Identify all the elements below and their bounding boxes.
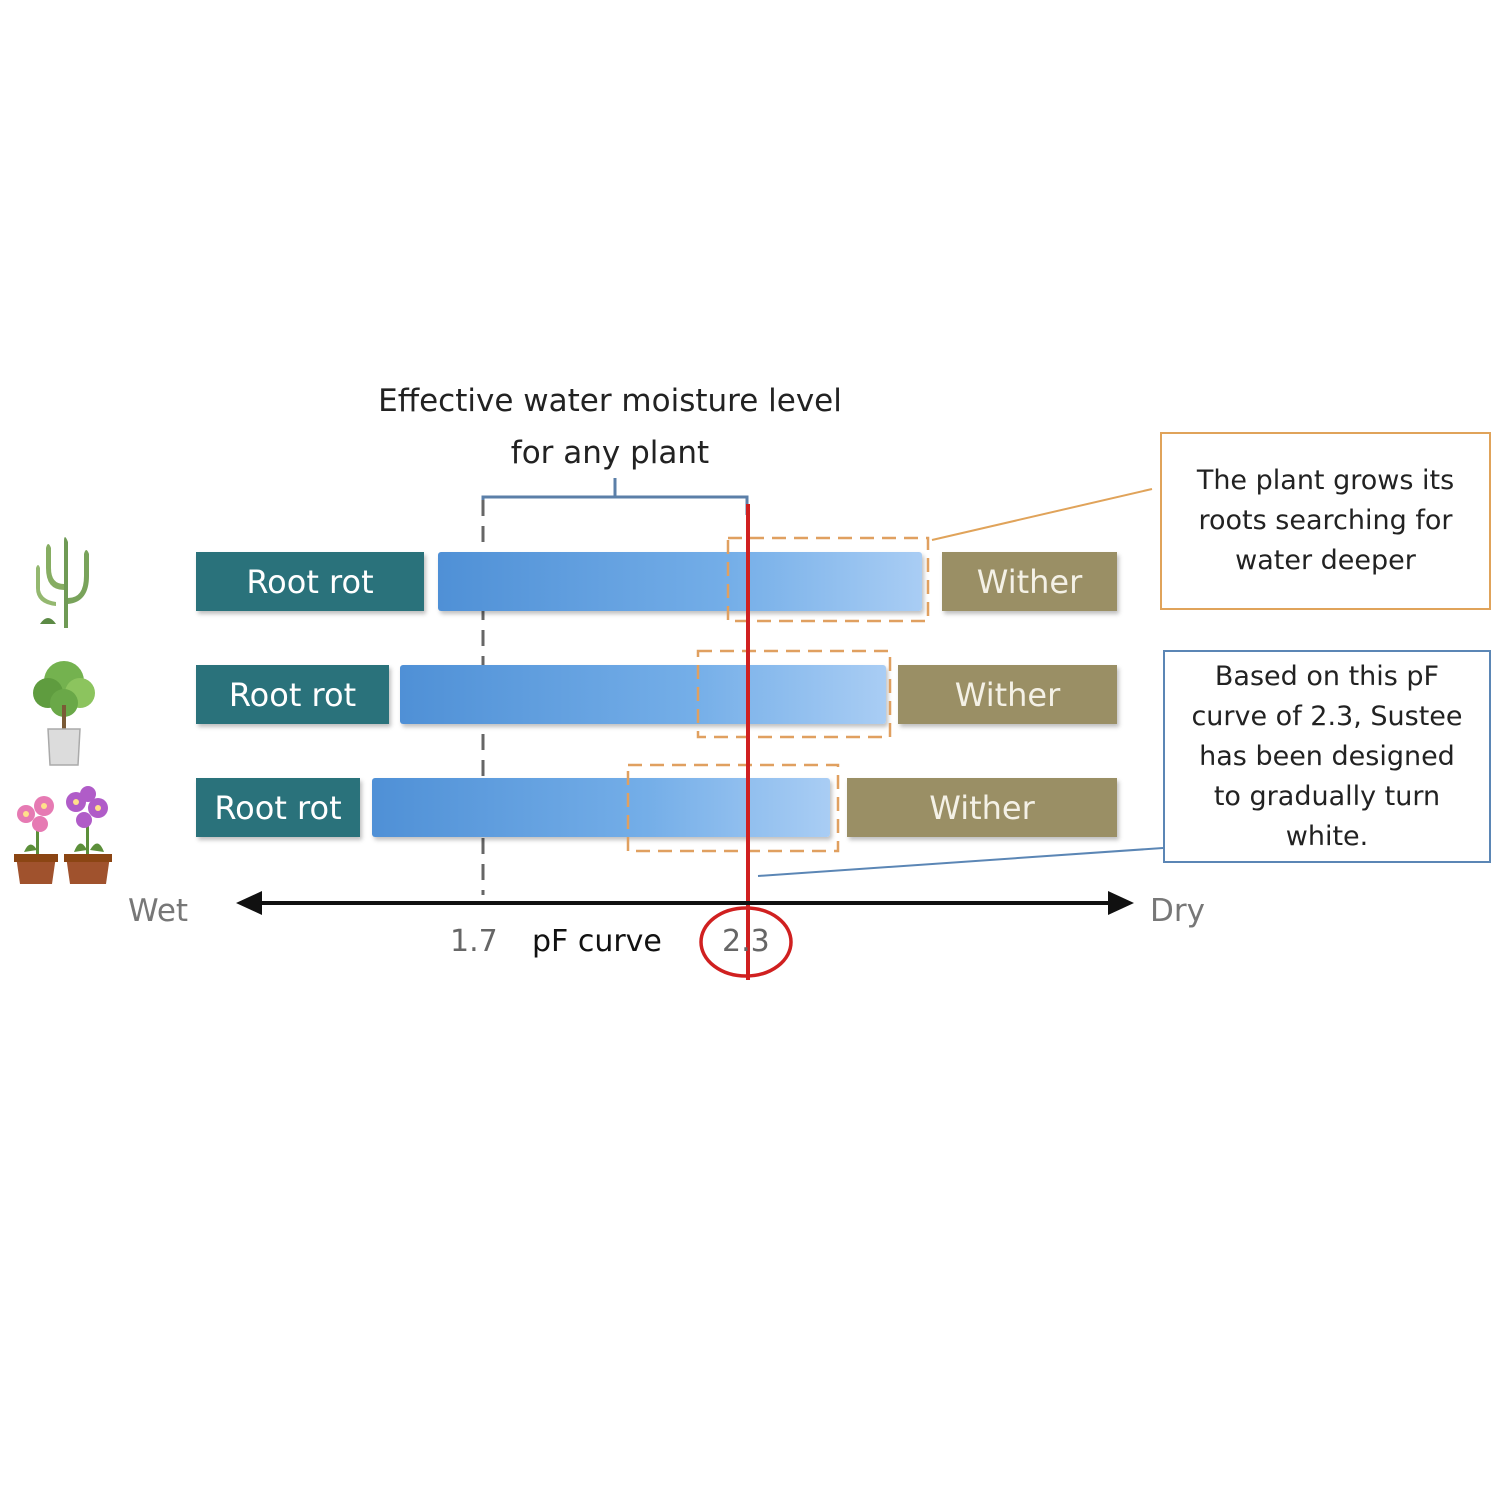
axis-wet-label: Wet (128, 893, 189, 929)
tick-1-7: 1.7 (450, 924, 498, 959)
callout-bottom-line-3: has been designed (1199, 740, 1455, 772)
row1-wither-label: Wither (942, 552, 1117, 611)
callout-top-line-1: The plant grows its (1196, 465, 1455, 496)
axis-arrow-right (1108, 891, 1134, 915)
row3-dry-range-box (626, 763, 840, 853)
row3-moisture-bar (372, 778, 830, 837)
callout-bottom-line-4: to gradually turn (1213, 780, 1441, 812)
callout-bottom-line-5: white. (1285, 820, 1369, 852)
callout-top-line-2: roots searching for (1198, 505, 1453, 536)
row3-root-rot-label: Root rot (196, 778, 360, 837)
cactus-icon (36, 537, 89, 628)
callout-sustee-design: Based on this pF curve of 2.3, Sustee ha… (1163, 650, 1491, 863)
header-line-2: for any plant (510, 435, 710, 471)
connector-bottom (757, 847, 1164, 877)
callout-roots-deeper: The plant grows its roots searching for … (1160, 432, 1491, 610)
row2-dry-range-box (696, 649, 892, 739)
header-line-1: Effective water moisture level (378, 383, 842, 419)
axis-title: pF curve (532, 924, 662, 959)
axis-arrow-left (236, 891, 262, 915)
row3-wither-label: Wither (847, 778, 1117, 837)
row2-root-rot-label: Root rot (196, 665, 389, 724)
pf-2-3-highlight-circle (699, 906, 793, 978)
connector-top (931, 488, 1153, 541)
row1-dry-range-box (726, 536, 930, 623)
tick-2-3: 2.3 (722, 924, 770, 959)
callout-top-line-3: water deeper (1235, 545, 1416, 576)
row2-moisture-bar (400, 665, 886, 724)
row2-wither-label: Wither (898, 665, 1117, 724)
callout-bottom-line-1: Based on this pF (1214, 660, 1440, 692)
row1-moisture-bar (438, 552, 922, 611)
row1-root-rot-label: Root rot (196, 552, 424, 611)
potted-shrub-icon (33, 661, 95, 766)
callout-bottom-line-2: curve of 2.3, Sustee (1191, 700, 1463, 732)
flower-pots-icon (14, 786, 112, 884)
axis-dry-label: Dry (1150, 893, 1205, 929)
